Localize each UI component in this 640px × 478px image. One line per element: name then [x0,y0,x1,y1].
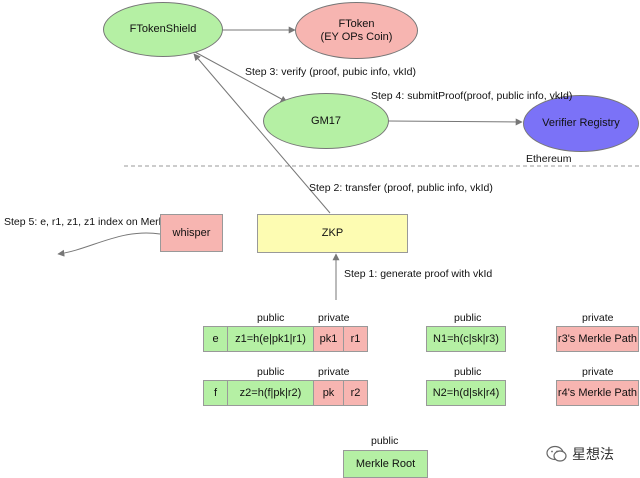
row2-cell-r2: r2 [343,380,368,406]
row2-path-private-label: private [582,366,614,378]
ftoken-sublabel: (EY OPs Coin) [320,30,393,43]
ftoken-node: FToken (EY OPs Coin) [295,2,418,59]
row2-cell-f: f [203,380,228,406]
verifier-registry-node: Verifier Registry [523,95,639,152]
row1-merkle-path: r3's Merkle Path [556,326,639,352]
step5-label: Step 5: e, r1, z1, z1 index on Merkel tr… [4,216,194,228]
row2-private-label: private [318,366,350,378]
verifier-registry-label: Verifier Registry [542,117,620,129]
row1-nullifier: N1=h(c|sk|r3) [426,326,506,352]
row1-cell-z1: z1=h(e|pk1|r1) [227,326,314,352]
row2-public-label: public [257,366,285,378]
watermark: 星想法 [546,444,614,464]
row1-cell-e: e [203,326,228,352]
arrow-shield-to-gm17 [194,51,288,103]
row1-path-private-label: private [582,312,614,324]
wechat-bubble-icon [546,445,567,462]
ftoken-label: FToken [338,17,375,30]
arrow-zkp-to-shield [193,53,331,214]
row2-cell-z2: z2=h(f|pk|r2) [227,380,314,406]
zkp-node: ZKP [257,214,408,253]
row2-merkle-path: r4's Merkle Path [556,380,639,406]
ftokenshield-node: FTokenShield [103,2,223,57]
step4-label: Step 4: submitProof(proof, public info, … [371,90,573,102]
gm17-node: GM17 [263,93,389,149]
watermark-text: 星想法 [572,447,614,463]
whisper-node: whisper [160,214,223,252]
step3-label: Step 3: verify (proof, pubic info, vkId) [245,66,416,78]
arrow-gm17-to-verifier [387,118,523,126]
ethereum-label: Ethereum [526,153,572,165]
gm17-label: GM17 [311,114,341,127]
row1-cell-pk1: pk1 [313,326,344,352]
merkle-public-label: public [371,435,399,447]
row1-private-label: private [318,312,350,324]
ftokenshield-label: FTokenShield [129,23,197,35]
row1-cell-r1: r1 [343,326,368,352]
step2-label: Step 2: transfer (proof, public info, vk… [309,182,493,194]
step1-label: Step 1: generate proof with vkId [344,268,493,280]
row1-n-public-label: public [454,312,482,324]
merkle-root-node: Merkle Root [343,450,428,478]
row1-public-label: public [257,312,285,324]
row2-cell-pk: pk [313,380,344,406]
row2-n-public-label: public [454,366,482,378]
zkp-label: ZKP [321,227,344,239]
arrow-whisper-curve [57,232,161,257]
whisper-label: whisper [172,226,211,239]
row2-nullifier: N2=h(d|sk|r4) [426,380,506,406]
